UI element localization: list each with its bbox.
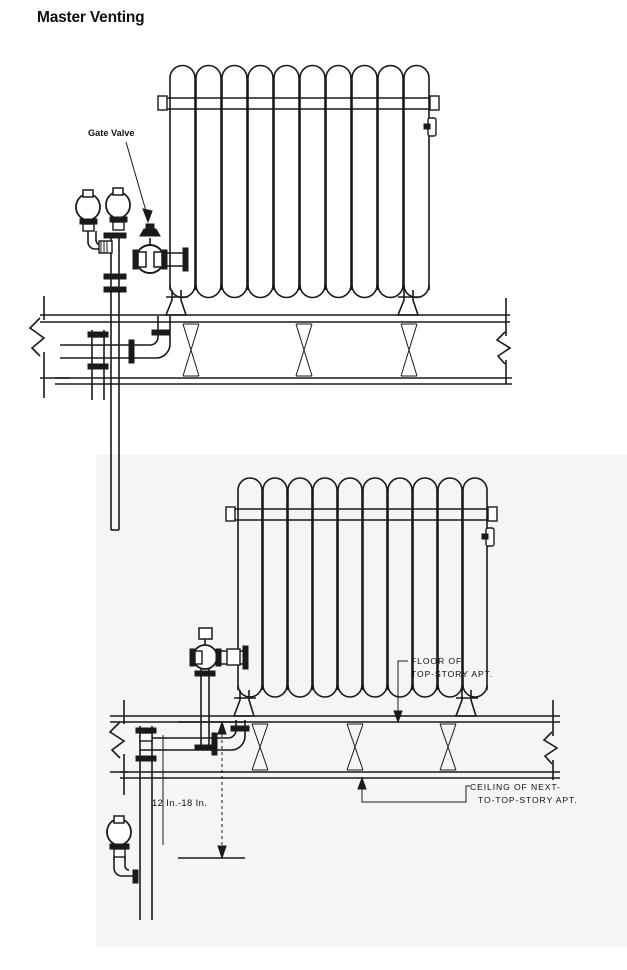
radiator-tie-bar <box>157 95 440 111</box>
lower-joist-bracing <box>251 723 457 771</box>
air-vent-right <box>105 187 131 231</box>
upper-radiator <box>157 64 440 316</box>
ceiling-annotation-line1: CEILING OF NEXT- <box>470 782 561 792</box>
gate-valve-label: Gate Valve <box>88 128 134 138</box>
drop-dimension-label: 12 In.-18 In. <box>152 797 207 808</box>
floor-annotation: FLOOR OF TOP-STORY APT. <box>393 656 493 724</box>
upper-diagram: Gate Valve <box>28 64 512 531</box>
joist-bracing <box>182 323 418 377</box>
lower-radiator <box>225 477 498 717</box>
riser-pipe <box>110 235 120 531</box>
lower-upper-riser <box>189 627 249 751</box>
upper-vent-assembly <box>75 187 189 531</box>
air-vent-left <box>75 189 106 250</box>
floor-annotation-line1: FLOOR OF <box>411 656 462 666</box>
page-title: Master Venting <box>37 9 145 26</box>
gate-valve[interactable] <box>132 223 189 274</box>
lower-air-vent <box>106 815 139 884</box>
upper-steam-main <box>40 316 171 400</box>
lower-radiator-air-vent-icon <box>481 527 495 547</box>
break-symbol-left <box>28 317 46 357</box>
lower-inline-valve[interactable] <box>189 627 222 670</box>
radiator-tubes <box>169 64 430 290</box>
radiator-air-vent-icon <box>423 117 437 137</box>
upper-floor-assembly <box>28 296 512 398</box>
radiator-tube-returns <box>169 284 430 299</box>
break-symbol-right <box>495 331 512 365</box>
lower-diagram: 12 In.-18 In. FLOOR OF TOP-STORY APT. CE… <box>106 477 578 920</box>
vent-cross-fitting <box>98 232 127 254</box>
ceiling-annotation-line2: TO-TOP-STORY APT. <box>478 795 578 805</box>
lower-break-symbol-left <box>108 721 126 759</box>
lower-steam-main <box>110 720 250 920</box>
lower-radiator-tie-bar <box>225 506 498 522</box>
drop-dimension: 12 In.-18 In. <box>152 720 245 860</box>
riser-flanges <box>103 273 127 293</box>
gate-valve-annotation: Gate Valve <box>88 128 153 224</box>
ceiling-annotation: CEILING OF NEXT- TO-TOP-STORY APT. <box>357 776 578 805</box>
lower-radiator-tubes <box>237 477 488 690</box>
floor-annotation-line2: TOP-STORY APT. <box>411 669 493 679</box>
lower-radiator-tube-returns <box>237 684 488 698</box>
lower-break-symbol-right <box>542 731 559 765</box>
lower-floor-assembly <box>108 700 560 795</box>
